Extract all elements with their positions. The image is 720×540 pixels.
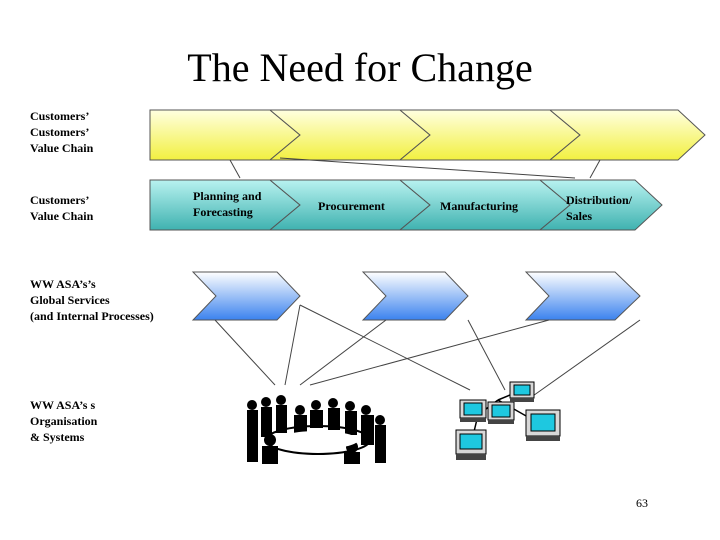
step-label-procurement: Procurement xyxy=(318,199,385,213)
teal-chevron-4 xyxy=(538,179,663,231)
step-label-manufacturing: Manufacturing xyxy=(440,199,518,213)
customers-customers-chevrons xyxy=(149,109,706,161)
blue-chevron-3 xyxy=(524,271,641,321)
step-label-distribution: Distribution/ Sales xyxy=(566,193,633,223)
blue-chevron-2 xyxy=(361,271,469,321)
row-label-organisation: WW ASA’s s Organisation & Systems xyxy=(30,398,98,444)
connector-lines-top xyxy=(229,157,601,179)
yellow-chevron-1 xyxy=(149,109,301,161)
connector-lines-bottom xyxy=(214,304,641,399)
step-label-planning: Planning and Forecasting xyxy=(193,189,262,219)
row-label-customers: Customers’ Value Chain xyxy=(30,193,94,223)
row-label-customers-customers: Customers’ Customers’ Value Chain xyxy=(30,109,94,155)
yellow-chevron-4 xyxy=(548,109,706,161)
customers-chevrons xyxy=(149,179,663,231)
page-title: The Need for Change xyxy=(187,45,533,90)
blue-chevron-1 xyxy=(191,271,301,321)
computer-network-icon xyxy=(455,381,561,460)
meeting-people-icon xyxy=(246,392,386,464)
global-services-chevrons xyxy=(191,271,641,321)
row-label-global-services: WW ASA’s’s Global Services (and Internal… xyxy=(30,277,154,323)
page-number: 63 xyxy=(636,496,648,510)
